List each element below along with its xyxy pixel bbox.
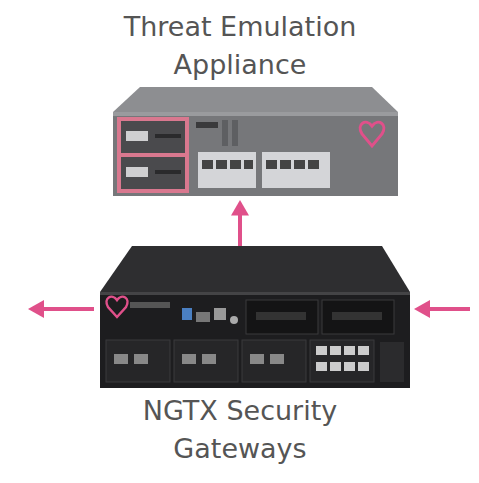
device-label: Threat Emulation Appliance (90, 8, 390, 84)
device-label: NGTX Security Gateways (90, 392, 390, 468)
flow-arrow (231, 200, 249, 246)
appliance-illustration (113, 87, 398, 196)
device-node: NGTX Security Gateways (90, 244, 390, 468)
device-node: Threat Emulation Appliance (90, 8, 390, 202)
traffic-arrows (28, 300, 470, 318)
gateway-illustration (100, 246, 410, 388)
